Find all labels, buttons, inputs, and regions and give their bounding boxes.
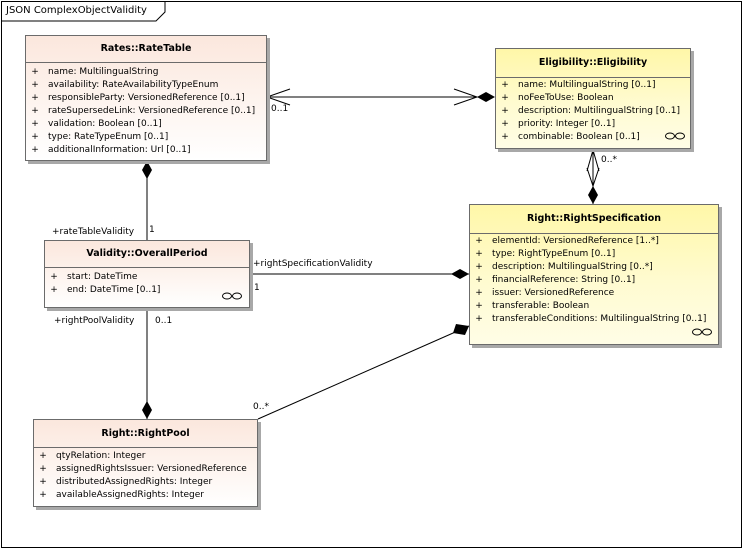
composition-diamond-rightspec-bottom [453,324,469,335]
composition-diamond-eligibility [477,92,495,102]
datatype-loop-icon [665,132,685,140]
composition-diamond-rightspec-top [588,186,598,204]
class-rate-table-name: Rates::RateTable [26,36,266,63]
multiplicity-ratetable-eligibility: 0..1 [271,104,289,114]
datatype-loop-icon [692,328,712,336]
class-right-pool-name: Right::RightPool [34,420,257,448]
composition-diamond-rightpool [142,401,152,419]
class-right-specification[interactable]: Right::RightSpecification +elementId: Ve… [469,204,719,345]
diagram-frame-tab [1,1,166,22]
multiplicity-rightspec-period: 1 [254,283,260,293]
datatype-loop-icon [222,292,242,300]
role-rate-table-validity: +rateTableValidity [52,227,135,237]
diagram-title: JSON ComplexObjectValidity [6,5,147,16]
role-right-specification-validity: +rightSpecificationValidity [253,259,373,269]
class-rate-table[interactable]: Rates::RateTable +name: MultilingualStri… [25,35,267,161]
composition-diamond-rightspec-left [451,269,469,279]
composition-diamond-ratetable [142,161,152,179]
class-overall-period[interactable]: Validity::OverallPeriod +start: DateTime… [44,240,250,308]
multiplicity-rightpool-period: 0..1 [155,316,173,326]
multiplicity-eligibility-rightspec: 0..* [601,155,617,165]
arrow-head-ratetable [265,88,291,106]
class-eligibility[interactable]: Eligibility::Eligibility +name: Multilin… [495,48,691,149]
arrow-head-eligibility [586,148,600,172]
role-right-pool-validity: +rightPoolValidity [54,316,135,326]
class-right-pool[interactable]: Right::RightPool +qtyRelation: Integer +… [33,419,258,507]
class-overall-period-name: Validity::OverallPeriod [45,241,249,268]
class-eligibility-name: Eligibility::Eligibility [496,49,690,78]
multiplicity-rightpool-rightspec: 0..* [253,402,269,412]
assoc-rightpool-rightspec [257,325,470,420]
multiplicity-ratetable-period: 1 [149,225,155,235]
class-right-specification-name: Right::RightSpecification [470,205,718,234]
